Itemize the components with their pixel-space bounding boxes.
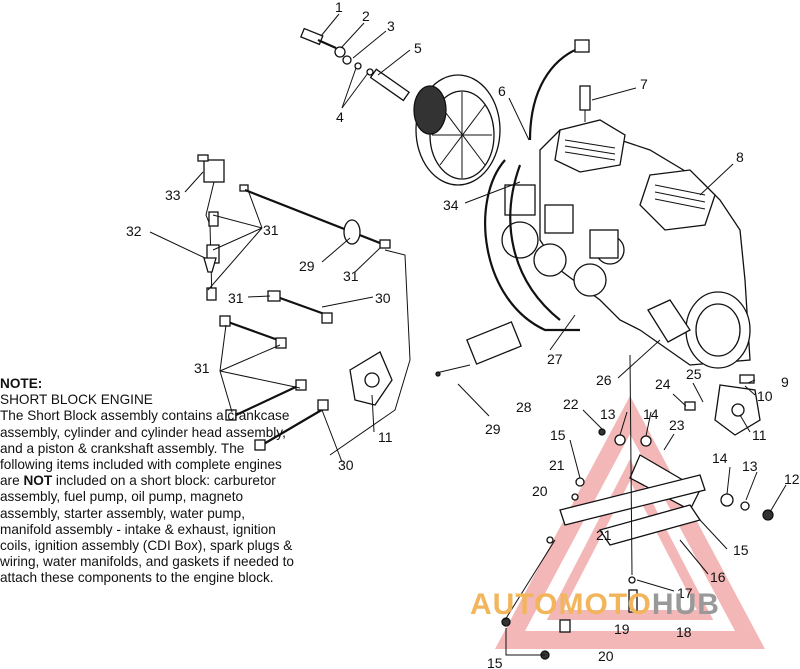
callout-32: 32 xyxy=(126,223,142,239)
callout-30-bottom: 30 xyxy=(338,457,354,473)
callout-30-top: 30 xyxy=(375,290,391,306)
callout-23: 23 xyxy=(669,417,685,433)
spark-plug-wire xyxy=(528,39,591,141)
note-heading: SHORT BLOCK ENGINE xyxy=(0,392,153,408)
callout-15-top: 15 xyxy=(550,427,566,443)
callout-6: 6 xyxy=(498,83,506,99)
callout-25: 25 xyxy=(686,366,702,382)
note-text-part2: included on a short block: carburetor as… xyxy=(0,473,294,586)
callout-14-right: 14 xyxy=(712,450,728,466)
short-block-note: NOTE: SHORT BLOCK ENGINE The Short Block… xyxy=(0,376,300,587)
callout-21-top: 21 xyxy=(549,457,565,473)
callout-33: 33 xyxy=(165,187,181,203)
callout-17: 17 xyxy=(677,585,693,601)
callout-31-right: 31 xyxy=(343,268,359,284)
bolt-stack xyxy=(300,27,410,102)
callout-15-right: 15 xyxy=(733,542,749,558)
callout-20-top: 20 xyxy=(532,483,548,499)
callout-29-bottom: 29 xyxy=(485,421,501,437)
callout-31-middle: 31 xyxy=(228,290,244,306)
note-title: NOTE: xyxy=(0,376,43,391)
engine-block xyxy=(501,119,751,369)
callout-1: 1 xyxy=(335,0,343,15)
callout-3: 3 xyxy=(387,18,395,34)
callout-19: 19 xyxy=(614,621,630,637)
callout-24: 24 xyxy=(655,376,671,392)
water-manifold xyxy=(219,249,411,456)
callout-13-right: 13 xyxy=(742,458,758,474)
wiring-harness xyxy=(435,159,580,377)
callout-14-left: 14 xyxy=(643,406,659,422)
callout-21-mid: 21 xyxy=(596,527,612,543)
note-text-part1: The Short Block assembly contains a cran… xyxy=(0,408,290,489)
drive-clutch xyxy=(413,74,501,186)
watermark-part1: AUTOMOTO xyxy=(470,588,652,621)
callout-12: 12 xyxy=(784,471,800,487)
callout-7: 7 xyxy=(640,76,648,92)
callout-20-bottom: 20 xyxy=(598,648,614,664)
callout-22: 22 xyxy=(563,396,579,412)
callout-34: 34 xyxy=(443,197,459,213)
callout-11-left: 11 xyxy=(378,429,393,445)
callout-5: 5 xyxy=(414,40,422,56)
callout-28: 28 xyxy=(516,399,532,415)
mount-bracket xyxy=(501,354,774,660)
callout-15-bottom: 15 xyxy=(487,655,503,669)
watermark-part2: HUB xyxy=(651,588,720,621)
callout-29-left: 29 xyxy=(299,258,315,274)
callout-18: 18 xyxy=(676,624,692,640)
callout-11-right: 11 xyxy=(752,427,767,443)
callout-9: 9 xyxy=(781,374,789,390)
note-emphasis: NOT xyxy=(23,473,53,489)
callout-8: 8 xyxy=(736,149,744,165)
leader-lines xyxy=(149,13,787,592)
watermark-logo xyxy=(495,395,765,649)
callout-10: 10 xyxy=(757,388,773,404)
callout-31-lower: 31 xyxy=(194,360,210,376)
callout-4: 4 xyxy=(336,109,344,125)
watermark-text: AUTOMOTOHUB xyxy=(470,588,720,622)
pump-assembly xyxy=(197,154,391,301)
callout-27: 27 xyxy=(547,351,563,367)
callout-16: 16 xyxy=(710,569,726,585)
callout-13-left: 13 xyxy=(600,406,616,422)
callout-2: 2 xyxy=(362,8,370,24)
callout-labels: 1 2 3 4 5 6 7 8 9 10 11 11 12 13 13 14 1… xyxy=(126,0,800,669)
callout-31-upper: 31 xyxy=(263,222,279,238)
callout-26: 26 xyxy=(596,372,612,388)
